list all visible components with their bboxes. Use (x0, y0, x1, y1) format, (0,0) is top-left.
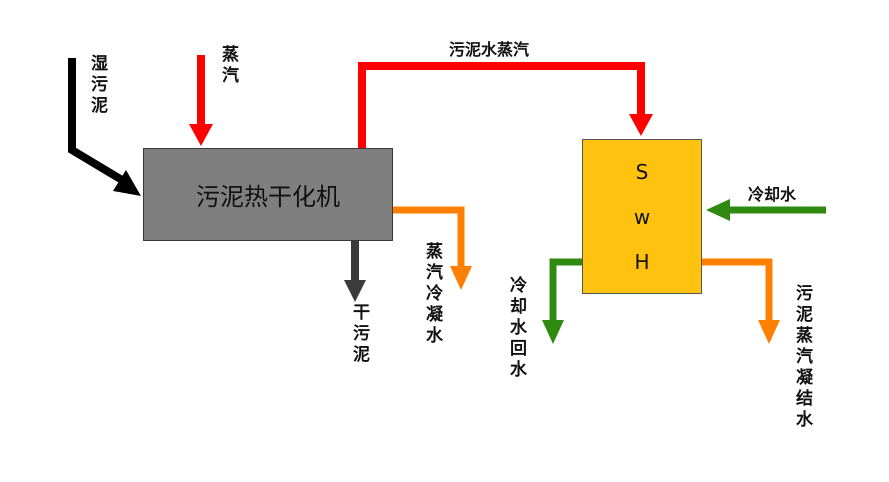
steam-condensate-label: 蒸汽冷凝水 (422, 242, 442, 347)
dry-sludge-arrowhead (344, 280, 366, 302)
steam-label: 蒸汽 (218, 45, 238, 87)
sludge-steam-condensate-label: 污泥蒸汽凝结水 (792, 284, 812, 431)
cooling-water-arrowhead (706, 199, 730, 221)
steam-condensate-arrowhead (450, 266, 472, 290)
cooling-water-label: 冷却水 (748, 185, 797, 204)
dry-sludge-arrow (344, 241, 366, 302)
cooling-return-arrowhead (542, 320, 564, 344)
sludge-condensate-arrowhead (758, 320, 780, 344)
wet-sludge-arrowhead (113, 170, 141, 196)
cooling-water-return-label: 冷却水回水 (506, 276, 526, 381)
swh-letter-w: w (633, 205, 651, 229)
swh-letter-h: H (634, 250, 650, 274)
steam-condensate-line (393, 206, 465, 268)
cooling-water-arrow (706, 199, 826, 221)
vapor-pipe-arrow (358, 62, 653, 148)
vapor-pipe-line (358, 62, 645, 148)
sludge-dryer-label: 污泥热干化机 (196, 183, 340, 211)
steam-inlet-arrowhead (189, 124, 213, 146)
sludge-water-vapor-label: 污泥水蒸汽 (449, 40, 530, 59)
sludge-condensate-arrow (702, 258, 780, 344)
cooling-return-arrow (542, 258, 582, 344)
wet-sludge-label: 湿污泥 (87, 54, 107, 117)
sludge-dryer-box: 污泥热干化机 (143, 148, 393, 241)
wet-sludge-arrow (68, 58, 141, 196)
cooling-return-line (549, 258, 582, 322)
swh-letter-s: S (635, 160, 649, 184)
swh-exchanger-box: S w H (582, 139, 702, 294)
wet-sludge-line (68, 58, 125, 184)
steam-inlet-arrow (189, 55, 213, 146)
steam-condensate-arrow (393, 206, 472, 290)
vapor-pipe-arrowhead (629, 114, 653, 136)
sludge-condensate-line (702, 258, 773, 322)
dry-sludge-label: 干污泥 (349, 303, 369, 366)
